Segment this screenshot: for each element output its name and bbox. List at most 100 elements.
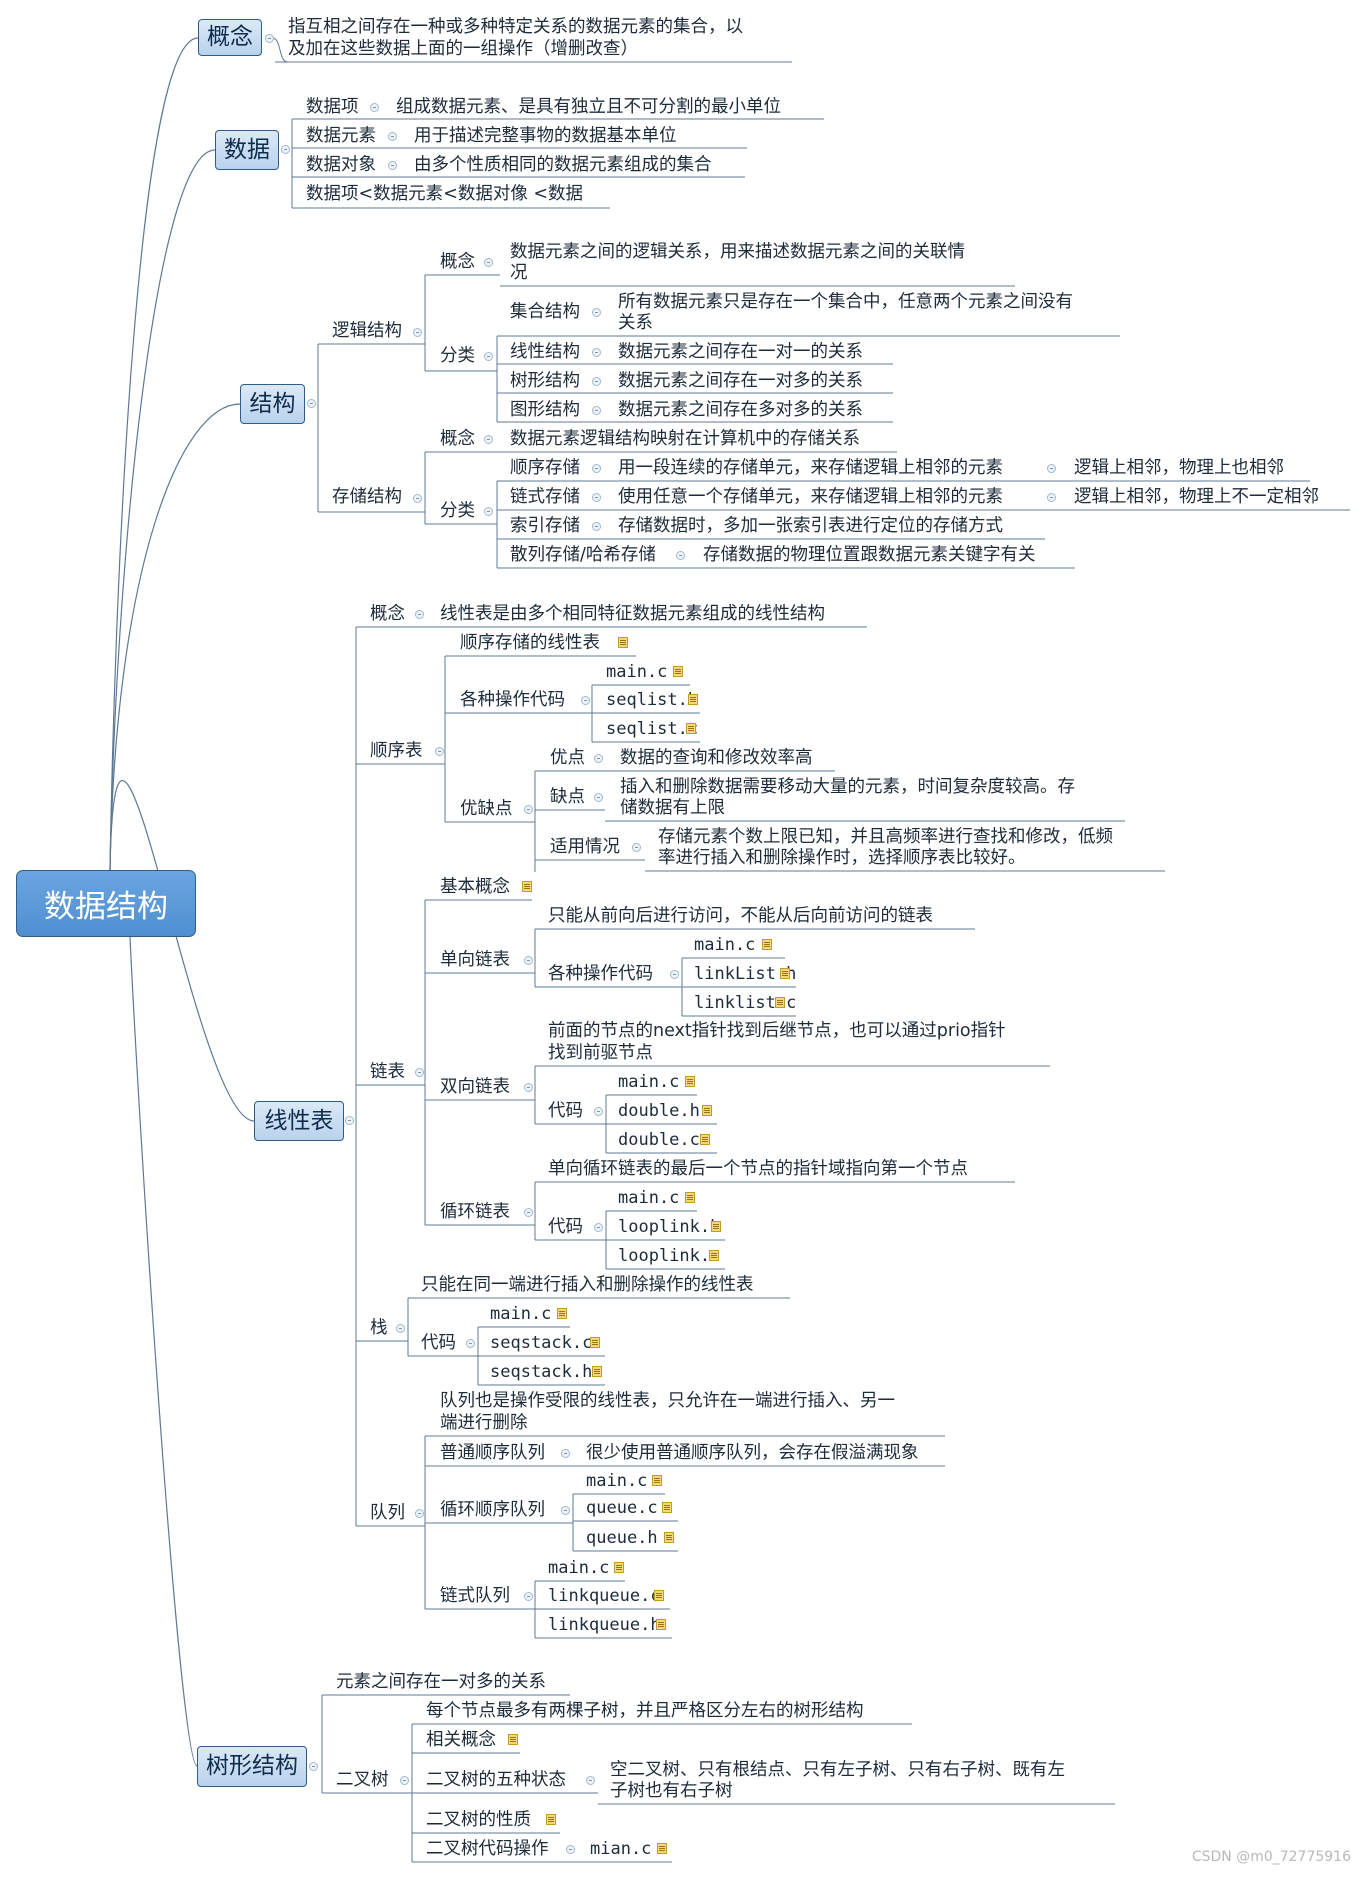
seq-con[interactable]: 缺点	[550, 787, 585, 807]
binary-five[interactable]: 二叉树的五种状态	[426, 1770, 566, 1790]
note-icon[interactable]	[656, 1619, 666, 1630]
logical-category[interactable]: 分类	[440, 346, 475, 366]
note-icon[interactable]	[685, 1076, 695, 1087]
collapse-icon[interactable]	[524, 1083, 533, 1092]
linear-concept[interactable]: 概念	[370, 604, 405, 624]
file-link[interactable]: main.c	[694, 935, 756, 955]
note-icon[interactable]	[711, 1221, 721, 1232]
queue-normal[interactable]: 普通顺序队列	[440, 1443, 545, 1463]
collapse-icon[interactable]	[524, 1208, 533, 1217]
collapse-icon[interactable]	[388, 161, 397, 170]
linked-basic[interactable]: 基本概念	[440, 877, 510, 897]
seq-fit[interactable]: 适用情况	[550, 837, 620, 857]
queue-circle[interactable]: 循环顺序队列	[440, 1500, 545, 1520]
collapse-icon[interactable]	[435, 747, 444, 756]
binary-ops[interactable]: 二叉树代码操作	[426, 1839, 549, 1859]
collapse-icon[interactable]	[524, 1592, 533, 1601]
collapse-icon[interactable]	[594, 754, 603, 763]
note-icon[interactable]	[657, 1843, 667, 1854]
file-link[interactable]: queue.h	[586, 1528, 658, 1548]
logical-concept[interactable]: 概念	[440, 252, 475, 272]
file-link[interactable]: seqlist.c	[606, 719, 699, 739]
note-icon[interactable]	[652, 1475, 662, 1486]
queue-link[interactable]: 链式队列	[440, 1586, 510, 1606]
note-icon[interactable]	[673, 666, 683, 677]
logical-structure[interactable]: 逻辑结构	[332, 321, 402, 341]
file-link[interactable]: mian.c	[590, 1839, 652, 1859]
binary-related[interactable]: 相关概念	[426, 1730, 496, 1750]
collapse-icon[interactable]	[1047, 464, 1056, 473]
note-icon[interactable]	[775, 997, 785, 1008]
node-structure[interactable]: 结构	[240, 384, 305, 424]
collapse-icon[interactable]	[592, 493, 601, 502]
collapse-icon[interactable]	[592, 308, 601, 317]
collapse-icon[interactable]	[676, 551, 685, 560]
file-link[interactable]: main.c	[618, 1188, 680, 1208]
note-icon[interactable]	[557, 1308, 567, 1319]
collapse-icon[interactable]	[400, 1776, 409, 1785]
file-link[interactable]: seqlist.h	[606, 690, 699, 710]
collapse-icon[interactable]	[484, 352, 493, 361]
collapse-icon[interactable]	[415, 1068, 424, 1077]
file-link[interactable]: double.h	[618, 1101, 700, 1121]
note-icon[interactable]	[654, 1590, 664, 1601]
collapse-icon[interactable]	[592, 406, 601, 415]
collapse-icon[interactable]	[592, 464, 601, 473]
collapse-icon[interactable]	[561, 1449, 570, 1458]
note-icon[interactable]	[508, 1734, 518, 1745]
file-link[interactable]: main.c	[618, 1072, 680, 1092]
collapse-icon[interactable]	[484, 258, 493, 267]
collapse-icon[interactable]	[586, 1776, 595, 1785]
storage-concept[interactable]: 概念	[440, 429, 475, 449]
storage-structure[interactable]: 存储结构	[332, 487, 402, 507]
seq-ops[interactable]: 各种操作代码	[460, 690, 565, 710]
file-link[interactable]: main.c	[606, 662, 668, 682]
binary-props[interactable]: 二叉树的性质	[426, 1810, 531, 1830]
storage-category[interactable]: 分类	[440, 501, 475, 521]
seq-pro[interactable]: 优点	[550, 748, 585, 768]
collapse-icon[interactable]	[281, 145, 290, 154]
queue[interactable]: 队列	[370, 1503, 405, 1523]
collapse-icon[interactable]	[307, 399, 316, 408]
collapse-icon[interactable]	[561, 1506, 570, 1515]
collapse-icon[interactable]	[592, 377, 601, 386]
file-link[interactable]: seqstack.c	[490, 1333, 593, 1353]
note-icon[interactable]	[762, 939, 772, 950]
collapse-icon[interactable]	[484, 507, 493, 516]
collapse-icon[interactable]	[396, 1324, 405, 1333]
collapse-icon[interactable]	[388, 132, 397, 141]
note-icon[interactable]	[664, 1532, 674, 1543]
collapse-icon[interactable]	[594, 793, 603, 802]
file-link[interactable]: double.c	[618, 1130, 700, 1150]
root-node[interactable]: 数据结构	[16, 870, 196, 937]
collapse-icon[interactable]	[670, 970, 679, 979]
collapse-icon[interactable]	[484, 435, 493, 444]
note-icon[interactable]	[590, 1337, 600, 1348]
linked-loop[interactable]: 循环链表	[440, 1202, 510, 1222]
note-icon[interactable]	[686, 723, 696, 734]
file-link[interactable]: main.c	[490, 1304, 552, 1324]
linked-single-ops[interactable]: 各种操作代码	[548, 964, 653, 984]
collapse-icon[interactable]	[265, 34, 274, 43]
note-icon[interactable]	[700, 1134, 710, 1145]
note-icon[interactable]	[522, 881, 532, 892]
collapse-icon[interactable]	[415, 1509, 424, 1518]
collapse-icon[interactable]	[524, 956, 533, 965]
note-icon[interactable]	[688, 694, 698, 705]
file-link[interactable]: looplink.h	[618, 1217, 721, 1237]
collapse-icon[interactable]	[466, 1339, 475, 1348]
seq-pros-cons[interactable]: 优缺点	[460, 799, 513, 819]
collapse-icon[interactable]	[413, 328, 422, 337]
binary-tree[interactable]: 二叉树	[336, 1770, 389, 1790]
linked-double-code[interactable]: 代码	[548, 1101, 583, 1121]
collapse-icon[interactable]	[592, 522, 601, 531]
collapse-icon[interactable]	[594, 1107, 603, 1116]
stack-code[interactable]: 代码	[421, 1333, 456, 1353]
note-icon[interactable]	[662, 1502, 672, 1513]
stack[interactable]: 栈	[370, 1318, 388, 1338]
note-icon[interactable]	[702, 1105, 712, 1116]
collapse-icon[interactable]	[524, 805, 533, 814]
collapse-icon[interactable]	[592, 348, 601, 357]
file-link[interactable]: queue.c	[586, 1498, 658, 1518]
file-link[interactable]: linkqueue.h	[548, 1615, 661, 1635]
